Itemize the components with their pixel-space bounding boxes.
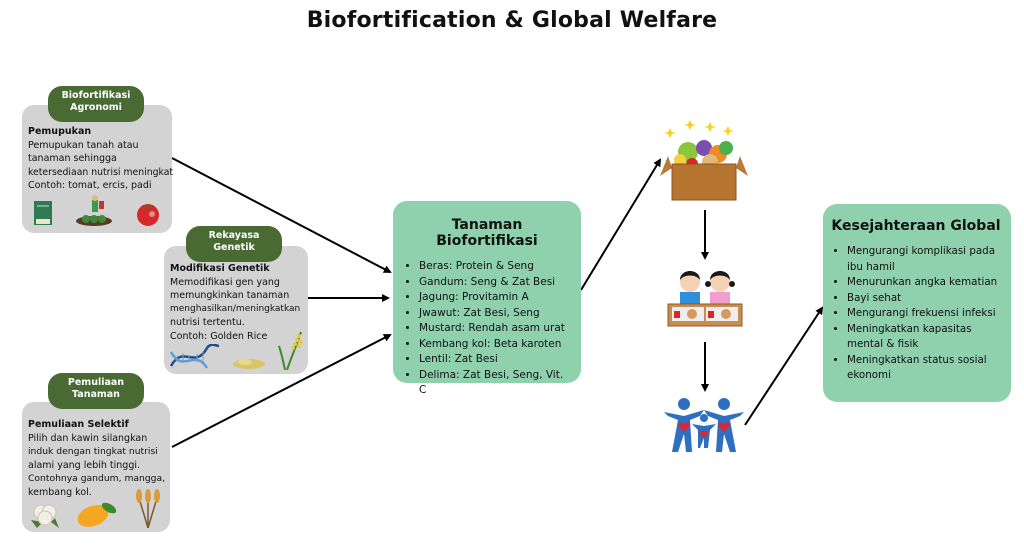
welfare-item-line: Meningkatkan status sosial [847, 353, 987, 366]
arrow-crops-to-box [580, 158, 662, 291]
welfare-item: Bayi sehat [847, 291, 1003, 307]
pill-line: Pemuliaan [67, 377, 125, 388]
dna-icon [169, 344, 220, 369]
crop-item: Mustard: Rendah asam urat [419, 321, 573, 337]
card-heading: Pemuliaan Selektif [28, 419, 129, 430]
welfare-item-line: Mengurangi komplikasi pada [847, 245, 996, 257]
welfare-title: Kesejahteraan Global [831, 218, 1001, 234]
golden-rice-grains-icon [233, 359, 265, 369]
fertilizer-bag-icon [34, 201, 52, 225]
welfare-item-line: mental & fisik [847, 338, 919, 350]
method-pill-agronomi: Biofortifikasi Agronomi [48, 86, 144, 122]
diagram-title: Biofortification & Global Welfare [306, 8, 718, 33]
arrow-pemuliaan-to-crops [171, 334, 392, 448]
card-heading: Pemupukan [28, 126, 92, 137]
cauliflower-icon [31, 504, 59, 528]
vegetable-box-icon [660, 120, 748, 201]
card-line: alami yang lebih tinggi. [28, 459, 141, 471]
welfare-item: Menurunkan angka kematian [847, 275, 1003, 291]
pill-line: Rekayasa [208, 230, 260, 241]
crop-item: Jwawut: Zat Besi, Seng [419, 306, 573, 322]
card-line: Pilih dan kawin silangkan [28, 432, 148, 444]
crops-list: Beras: Protein & Seng Gandum: Seng & Zat… [401, 259, 573, 399]
biofortified-crops-box: Tanaman Biofortifikasi Beras: Protein & … [393, 201, 581, 396]
tomato-icon [137, 204, 159, 226]
card-line: nutrisi tertentu. [170, 317, 245, 329]
crop-item: Kembang kol: Beta karoten [419, 337, 573, 353]
crop-item: Beras: Protein & Seng [419, 259, 573, 275]
method-card-agronomi: Pemupukan Pemupukan tanah atau tanaman s… [22, 105, 174, 233]
card-line: menghasilkan/meningkatkan [170, 303, 301, 314]
welfare-item-line: ekonomi [847, 369, 891, 381]
card-line: Contohnya gandum, mangga, [28, 473, 166, 485]
pill-line: Tanaman [72, 389, 120, 400]
method-card-pemuliaan: Pemuliaan Selektif Pilih dan kawin silan… [22, 402, 170, 532]
farmer-spraying-icon [76, 195, 112, 226]
mango-icon [77, 502, 117, 527]
card-line: induk dengan tingkat nutrisi [28, 446, 158, 458]
welfare-item: Meningkatkan status sosial ekonomi [847, 353, 1003, 384]
pill-line: Genetik [213, 242, 255, 253]
welfare-list: Mengurangi komplikasi pada ibu hamil Menu… [829, 244, 1003, 384]
pill-line: Agronomi [70, 102, 122, 113]
card-line: Pemupukan tanah atau [28, 139, 139, 151]
welfare-item: Meningkatkan kapasitas mental & fisik [847, 322, 1003, 353]
global-welfare-box: Kesejahteraan Global Mengurangi komplika… [823, 204, 1011, 402]
crops-title: Tanaman Biofortifikasi [436, 217, 538, 249]
card-line: tanaman sehingga [28, 153, 117, 165]
crop-item: Gandum: Seng & Zat Besi [419, 275, 573, 291]
card-icons [164, 330, 308, 370]
welfare-item-line: Menurunkan angka kematian [847, 276, 998, 288]
welfare-item: Mengurangi frekuensi infeksi [847, 306, 1003, 322]
card-line: Memodifikasi gen yang [170, 276, 280, 288]
crop-item: Delima: Zat Besi, Seng, Vit. C [419, 368, 573, 399]
method-pill-genetik: Rekayasa Genetik [186, 226, 282, 262]
card-line: Contoh: tomat, ercis, padi [28, 180, 152, 192]
welfare-item: Mengurangi komplikasi pada ibu hamil [847, 244, 1003, 275]
welfare-item-line: Bayi sehat [847, 291, 902, 304]
method-pill-pemuliaan: Pemuliaan Tanaman [48, 373, 144, 409]
crop-item: Jagung: Provitamin A [419, 290, 573, 306]
crop-item: Lentil: Zat Besi [419, 352, 573, 368]
welfare-item-line: Meningkatkan kapasitas [847, 322, 972, 335]
pill-line: Biofortifikasi [61, 90, 131, 101]
card-icons [22, 195, 172, 227]
method-card-genetik: Modifikasi Genetik Memodifikasi gen yang… [164, 246, 308, 374]
welfare-item-line: ibu hamil [847, 260, 895, 273]
family-health-icon [664, 398, 744, 452]
card-heading: Modifikasi Genetik [170, 263, 270, 274]
welfare-item-line: Mengurangi frekuensi infeksi [847, 307, 996, 319]
rice-plant-icon [278, 331, 303, 370]
card-icons [22, 488, 170, 528]
card-line: memungkinkan tanaman [170, 290, 290, 302]
arrow-family-to-welfare [744, 306, 824, 426]
children-eating-icon [667, 271, 743, 327]
card-line: Contoh: Golden Rice [170, 330, 268, 342]
card-line: kembang kol. [28, 486, 92, 498]
wheat-icon [136, 489, 160, 528]
arrow-agronomi-to-crops [171, 157, 392, 273]
card-line: ketersediaan nutrisi meningkat [28, 166, 174, 178]
